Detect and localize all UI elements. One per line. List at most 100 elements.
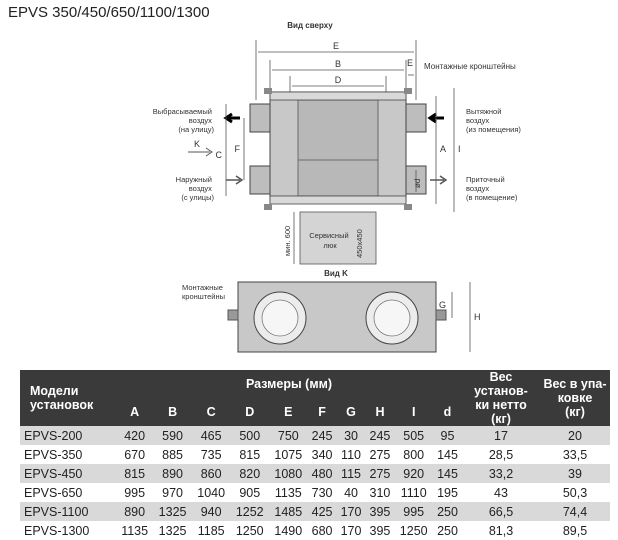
- duct-exhaust: [249, 103, 271, 133]
- table-cell: 1325: [153, 521, 192, 540]
- table-cell: 1135: [116, 521, 154, 540]
- dim-label-b: B: [335, 59, 341, 69]
- table-cell: 505: [394, 426, 433, 445]
- table-cell: 920: [394, 464, 433, 483]
- table-cell: 1135: [269, 483, 308, 502]
- table-cell: 89,5: [540, 521, 610, 540]
- table-cell: 800: [394, 445, 433, 464]
- table-cell: 680: [307, 521, 337, 540]
- table-cell: 95: [433, 426, 462, 445]
- table-cell: 670: [116, 445, 154, 464]
- table-cell: 310: [365, 483, 395, 502]
- table-cell: 885: [153, 445, 192, 464]
- table-cell: 30: [336, 426, 366, 445]
- view-k-brackets-label: Монтажные кронштейны: [182, 283, 225, 301]
- dim-label-f: F: [235, 144, 241, 154]
- table-cell: 905: [230, 483, 270, 502]
- table-cell: 66,5: [462, 502, 540, 521]
- net-weight-header: Вес установ-ки нетто(кг): [462, 370, 540, 426]
- column-header-e: E: [269, 398, 308, 426]
- table-cell: 250: [433, 521, 462, 540]
- dim-label-c: C: [216, 150, 223, 160]
- arrow-view-k-icon: [188, 147, 213, 157]
- table-cell: 995: [394, 502, 433, 521]
- top-view-title: Вид сверху: [287, 21, 333, 30]
- model-cell: EPVS-450: [20, 464, 116, 483]
- mounting-brackets-label: Монтажные кронштейны: [424, 62, 516, 71]
- table-cell: 39: [540, 464, 610, 483]
- table-cell: 33,5: [540, 445, 610, 464]
- table-cell: 730: [307, 483, 337, 502]
- arrow-exhaust-icon: [223, 112, 240, 124]
- model-cell: EPVS-650: [20, 483, 116, 502]
- table-cell: 1110: [394, 483, 433, 502]
- dim-label-e-right: E: [407, 58, 413, 68]
- table-cell: 1250: [394, 521, 433, 540]
- table-cell: 43: [462, 483, 540, 502]
- view-k-marker: K: [194, 139, 200, 149]
- table-cell: 1485: [269, 502, 308, 521]
- model-cell: EPVS-1100: [20, 502, 116, 521]
- table-cell: 890: [116, 502, 154, 521]
- column-header-a: A: [116, 398, 154, 426]
- table-cell: 1325: [153, 502, 192, 521]
- arrow-outdoor-icon: [226, 175, 244, 185]
- technical-drawing: Вид сверху E B D E Монтажные кронштейны …: [153, 21, 521, 353]
- table-cell: 970: [153, 483, 192, 502]
- exhaust-air-label: Выбрасываемый воздух (на улицу): [153, 107, 215, 134]
- table-cell: 1185: [191, 521, 231, 540]
- pack-weight-header: Вес в упа-ковке(кг): [540, 370, 610, 426]
- dim-label-h: H: [474, 312, 481, 322]
- table-cell: 1490: [269, 521, 308, 540]
- dim-label-d: D: [335, 75, 342, 85]
- table-cell: 890: [153, 464, 192, 483]
- table-cell: 465: [191, 426, 231, 445]
- table-cell: 145: [433, 445, 462, 464]
- table-cell: 1075: [269, 445, 308, 464]
- column-header-c: C: [191, 398, 231, 426]
- outdoor-air-label: Наружный воздух (с улицы): [176, 175, 215, 202]
- table-cell: 425: [307, 502, 337, 521]
- duct-extract: [405, 103, 427, 133]
- column-header-d: D: [230, 398, 270, 426]
- table-cell: 50,3: [540, 483, 610, 502]
- dim-label-a: A: [440, 144, 446, 154]
- dim-label-i: I: [458, 144, 461, 154]
- table-cell: 995: [116, 483, 154, 502]
- table-cell: 1250: [230, 521, 270, 540]
- table-cell: 940: [191, 502, 231, 521]
- table-cell: 815: [230, 445, 270, 464]
- unit-center-panel: [297, 99, 379, 197]
- table-cell: 1252: [230, 502, 270, 521]
- table-cell: 17: [462, 426, 540, 445]
- dim-label-e: E: [333, 41, 339, 51]
- table-cell: 74,4: [540, 502, 610, 521]
- table-cell: 145: [433, 464, 462, 483]
- table-cell: 1040: [191, 483, 231, 502]
- column-header-i: I: [394, 398, 433, 426]
- table-cell: 420: [116, 426, 154, 445]
- table-cell: 33,2: [462, 464, 540, 483]
- table-cell: 340: [307, 445, 337, 464]
- arrow-extract-icon: [427, 112, 444, 124]
- document-title: EPVS 350/450/650/1100/1300: [8, 4, 210, 21]
- table-cell: 110: [336, 445, 366, 464]
- extract-air-label: Вытяжной воздух (из помещения): [466, 107, 521, 134]
- table-cell: 81,3: [462, 521, 540, 540]
- column-header-f: F: [307, 398, 337, 426]
- table-cell: 480: [307, 464, 337, 483]
- supply-air-label: Приточный воздух (в помещение): [466, 175, 518, 202]
- table-cell: 245: [307, 426, 337, 445]
- table-cell: 500: [230, 426, 270, 445]
- table-cell: 815: [116, 464, 154, 483]
- model-cell: EPVS-1300: [20, 521, 116, 540]
- table-cell: 115: [336, 464, 366, 483]
- table-cell: 40: [336, 483, 366, 502]
- arrow-supply-icon: [430, 175, 448, 185]
